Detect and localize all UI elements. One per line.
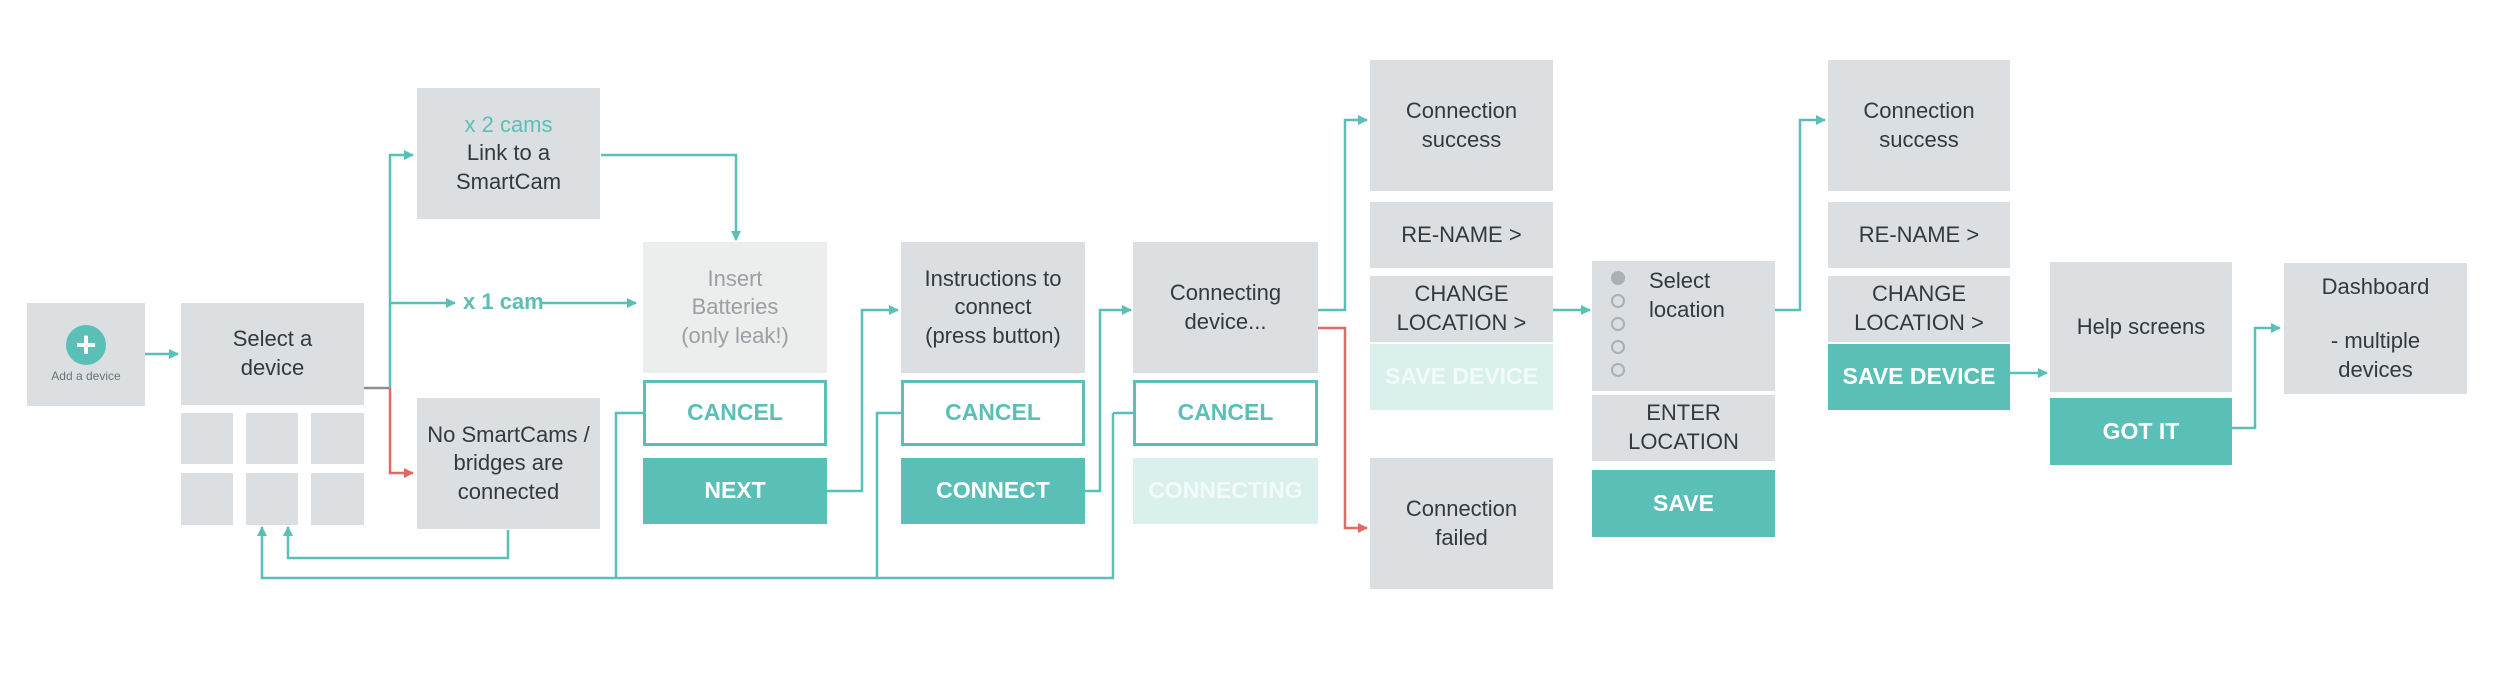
link-smartcam-screen: x 2 cams Link to a SmartCam [417, 88, 600, 219]
edge-cancel-1-to-bus [614, 411, 643, 578]
change-location-line2: LOCATION > [1396, 310, 1527, 335]
device-tile[interactable] [181, 473, 233, 525]
enter-location-field[interactable]: ENTER LOCATION [1592, 395, 1775, 461]
connecting-line2: device... [1184, 308, 1267, 334]
connection-failed-screen: Connection failed [1370, 458, 1553, 589]
insert-batteries-line2: Batteries [691, 294, 779, 320]
no-smartcams-screen: No SmartCams / bridges are connected [417, 398, 600, 529]
dashboard-line3: devices [2338, 356, 2413, 382]
insert-batteries-line3: (only leak!) [681, 322, 789, 348]
plus-circle-icon: + [66, 324, 106, 365]
edge-to-link-smartcam [388, 150, 414, 388]
instructions-screen: Instructions to connect (press button) [901, 242, 1085, 373]
select-device-screen: Select a device [181, 303, 364, 405]
cam-count-label: x 2 cams [464, 111, 553, 137]
radio-option[interactable] [1611, 271, 1625, 285]
dashboard-screen: Dashboard - multiple devices [2284, 263, 2467, 394]
instructions-line2: connect [954, 294, 1032, 320]
got-it-button[interactable]: GOT IT [2050, 398, 2232, 465]
connection-success-screen: Connection success [1370, 60, 1553, 191]
edge-to-no-smartcams [388, 388, 414, 478]
device-tile[interactable] [311, 413, 364, 464]
change-location-line1: CHANGE [1414, 281, 1509, 307]
save-button[interactable]: SAVE [1592, 470, 1775, 537]
help-screens: Help screens [2050, 262, 2232, 392]
save-device-button[interactable]: SAVE DEVICE [1370, 344, 1553, 410]
success-line2: success [1421, 126, 1502, 152]
radio-option[interactable] [1611, 363, 1625, 377]
radio-option[interactable] [1611, 317, 1625, 331]
rename-button[interactable]: RE-NAME > [1828, 202, 2010, 268]
dashboard-line1: Dashboard [2321, 273, 2430, 299]
cancel-button[interactable]: CANCEL [643, 380, 827, 446]
edge-gotit-to-dashboard [2232, 323, 2281, 430]
no-smartcams-line1: No SmartCams / [427, 421, 590, 447]
device-tile[interactable] [246, 473, 298, 525]
insert-batteries-screen: Insert Batteries (only leak!) [643, 242, 827, 373]
cancel-button[interactable]: CANCEL [1133, 380, 1318, 446]
change-location-line2: LOCATION > [1854, 310, 1984, 335]
change-location-button[interactable]: CHANGE LOCATION > [1370, 276, 1553, 342]
success-line1: Connection [1405, 97, 1518, 123]
edge-location-to-success [1775, 115, 1826, 312]
rename-button[interactable]: RE-NAME > [1370, 202, 1553, 268]
link-smartcam-line2: SmartCam [455, 168, 562, 194]
radio-option[interactable] [1611, 294, 1625, 308]
no-smartcams-line3: connected [457, 478, 560, 504]
insert-batteries-line1: Insert [707, 265, 763, 291]
failed-line1: Connection [1405, 495, 1518, 521]
edge-link-to-batteries [601, 153, 741, 241]
edge-connect-to-connecting [1085, 305, 1132, 493]
failed-line2: failed [1435, 524, 1488, 550]
select-location-line2: location [1649, 296, 1725, 322]
edge-to-success [1318, 115, 1368, 312]
enter-location-line1: ENTER [1646, 400, 1721, 426]
cancel-button[interactable]: CANCEL [901, 380, 1085, 446]
link-smartcam-line1: Link to a [466, 140, 551, 166]
enter-location-line2: LOCATION [1628, 429, 1739, 454]
connecting-line1: Connecting [1169, 279, 1282, 305]
edge-next-to-instructions [827, 305, 899, 493]
connecting-screen: Connecting device... [1133, 242, 1318, 373]
select-device-line2: device [240, 355, 305, 380]
add-device-label: Add a device [51, 368, 121, 383]
connect-button[interactable]: CONNECT [901, 458, 1085, 524]
edge-no-smartcams-back [283, 526, 510, 560]
instructions-line1: Instructions to [924, 265, 1062, 291]
next-button[interactable]: NEXT [643, 458, 827, 524]
connecting-button: CONNECTING [1133, 458, 1318, 524]
device-tile[interactable] [181, 413, 233, 464]
device-tile[interactable] [311, 473, 364, 525]
change-location-line1: CHANGE [1871, 281, 1967, 307]
device-tile[interactable] [246, 413, 298, 464]
select-location-line1: Select [1649, 268, 1711, 293]
edge-to-failed [1318, 326, 1368, 533]
select-device-line1: Select a [232, 326, 313, 352]
dashboard-line2: - multiple [2330, 328, 2421, 354]
instructions-line3: (press button) [925, 322, 1061, 348]
edge-cancel-2-to-bus [875, 411, 901, 578]
success-line1: Connection [1863, 97, 1975, 123]
change-location-button[interactable]: CHANGE LOCATION > [1828, 276, 2010, 342]
success-line2: success [1879, 126, 1959, 152]
save-device-button[interactable]: SAVE DEVICE [1828, 344, 2010, 410]
radio-option[interactable] [1611, 340, 1625, 354]
add-device-card[interactable]: + Add a device [27, 303, 145, 406]
edge-cancel-back-bus [257, 413, 1115, 580]
no-smartcams-line2: bridges are [453, 450, 564, 476]
connection-success-screen: Connection success [1828, 60, 2010, 191]
one-cam-label: x 1 cam [463, 289, 544, 314]
